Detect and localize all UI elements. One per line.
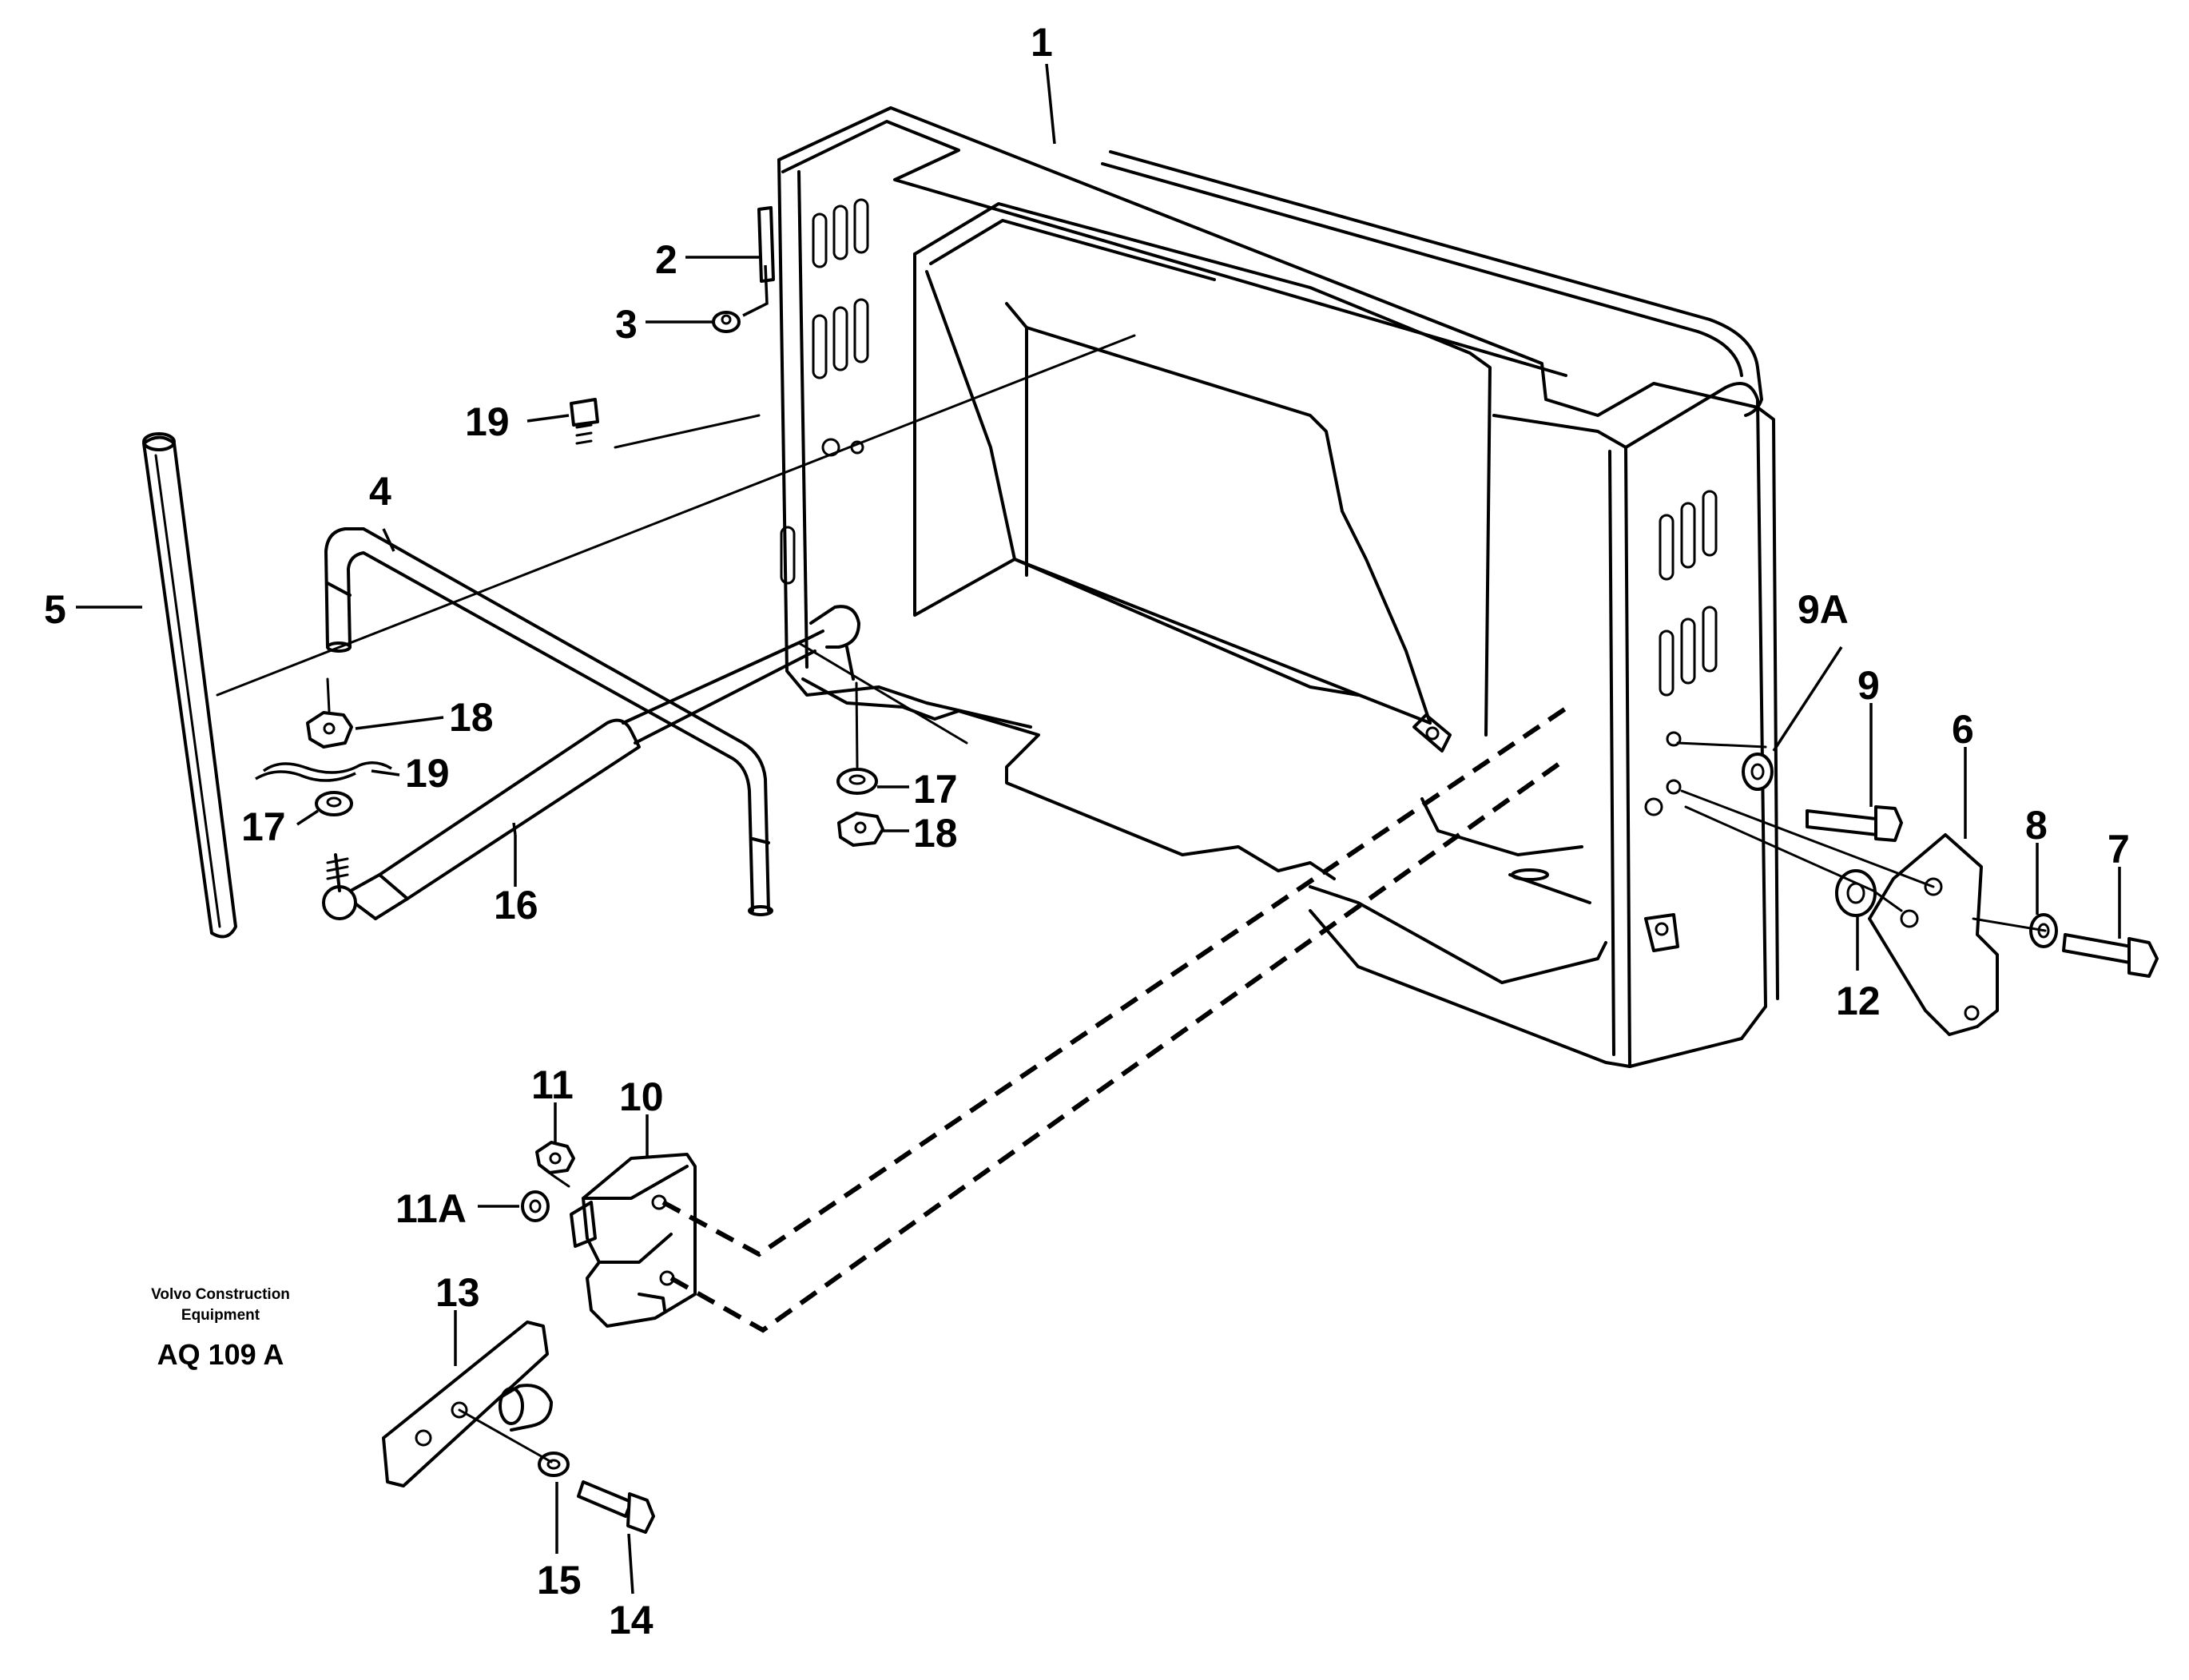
callout-13: 13 — [435, 1270, 480, 1315]
catch-10 — [570, 1153, 697, 1328]
bracket-6 — [1868, 833, 1999, 1036]
callout-10: 10 — [619, 1074, 664, 1119]
callout-17-right: 17 — [913, 767, 958, 812]
callout-1: 1 — [1031, 20, 1053, 65]
callout-9: 9 — [1857, 663, 1880, 708]
striker-plate-13 — [382, 1321, 553, 1487]
seal-strip — [142, 432, 237, 939]
fasteners — [306, 311, 2159, 1534]
callout-18-right: 18 — [913, 811, 958, 856]
callout-4: 4 — [369, 469, 391, 514]
callout-7: 7 — [2108, 827, 2130, 872]
callouts: 1 2 3 19 4 5 18 19 17 17 18 16 9A 9 6 8 … — [44, 20, 2130, 1642]
housing — [757, 106, 1779, 1068]
callout-11a: 11A — [395, 1186, 467, 1231]
callout-16: 16 — [494, 883, 538, 927]
callout-18-left: 18 — [449, 695, 494, 740]
callout-6: 6 — [1952, 707, 1974, 752]
leader-lines — [76, 63, 2121, 1595]
callout-12: 12 — [1836, 979, 1881, 1023]
callout-8: 8 — [2025, 803, 2048, 848]
handle-bar — [324, 527, 773, 916]
assembly-lines — [216, 334, 2047, 1464]
callout-14: 14 — [609, 1598, 654, 1642]
gas-spring — [322, 605, 860, 920]
callout-9a: 9A — [1798, 587, 1849, 632]
drawing-code: AQ 109 A — [157, 1338, 284, 1371]
credit-line-1: Volvo Construction — [151, 1286, 290, 1303]
callout-17-left: 17 — [241, 804, 286, 849]
callout-2: 2 — [655, 237, 677, 282]
callout-19-top: 19 — [465, 399, 510, 444]
credit-block: Volvo Construction Equipment AQ 109 A — [151, 1286, 290, 1371]
credit-line-2: Equipment — [181, 1307, 260, 1324]
callout-15: 15 — [537, 1558, 582, 1603]
callout-3: 3 — [615, 302, 638, 347]
callout-19-left: 19 — [405, 751, 450, 796]
callout-5: 5 — [44, 587, 66, 632]
callout-11: 11 — [531, 1062, 574, 1107]
